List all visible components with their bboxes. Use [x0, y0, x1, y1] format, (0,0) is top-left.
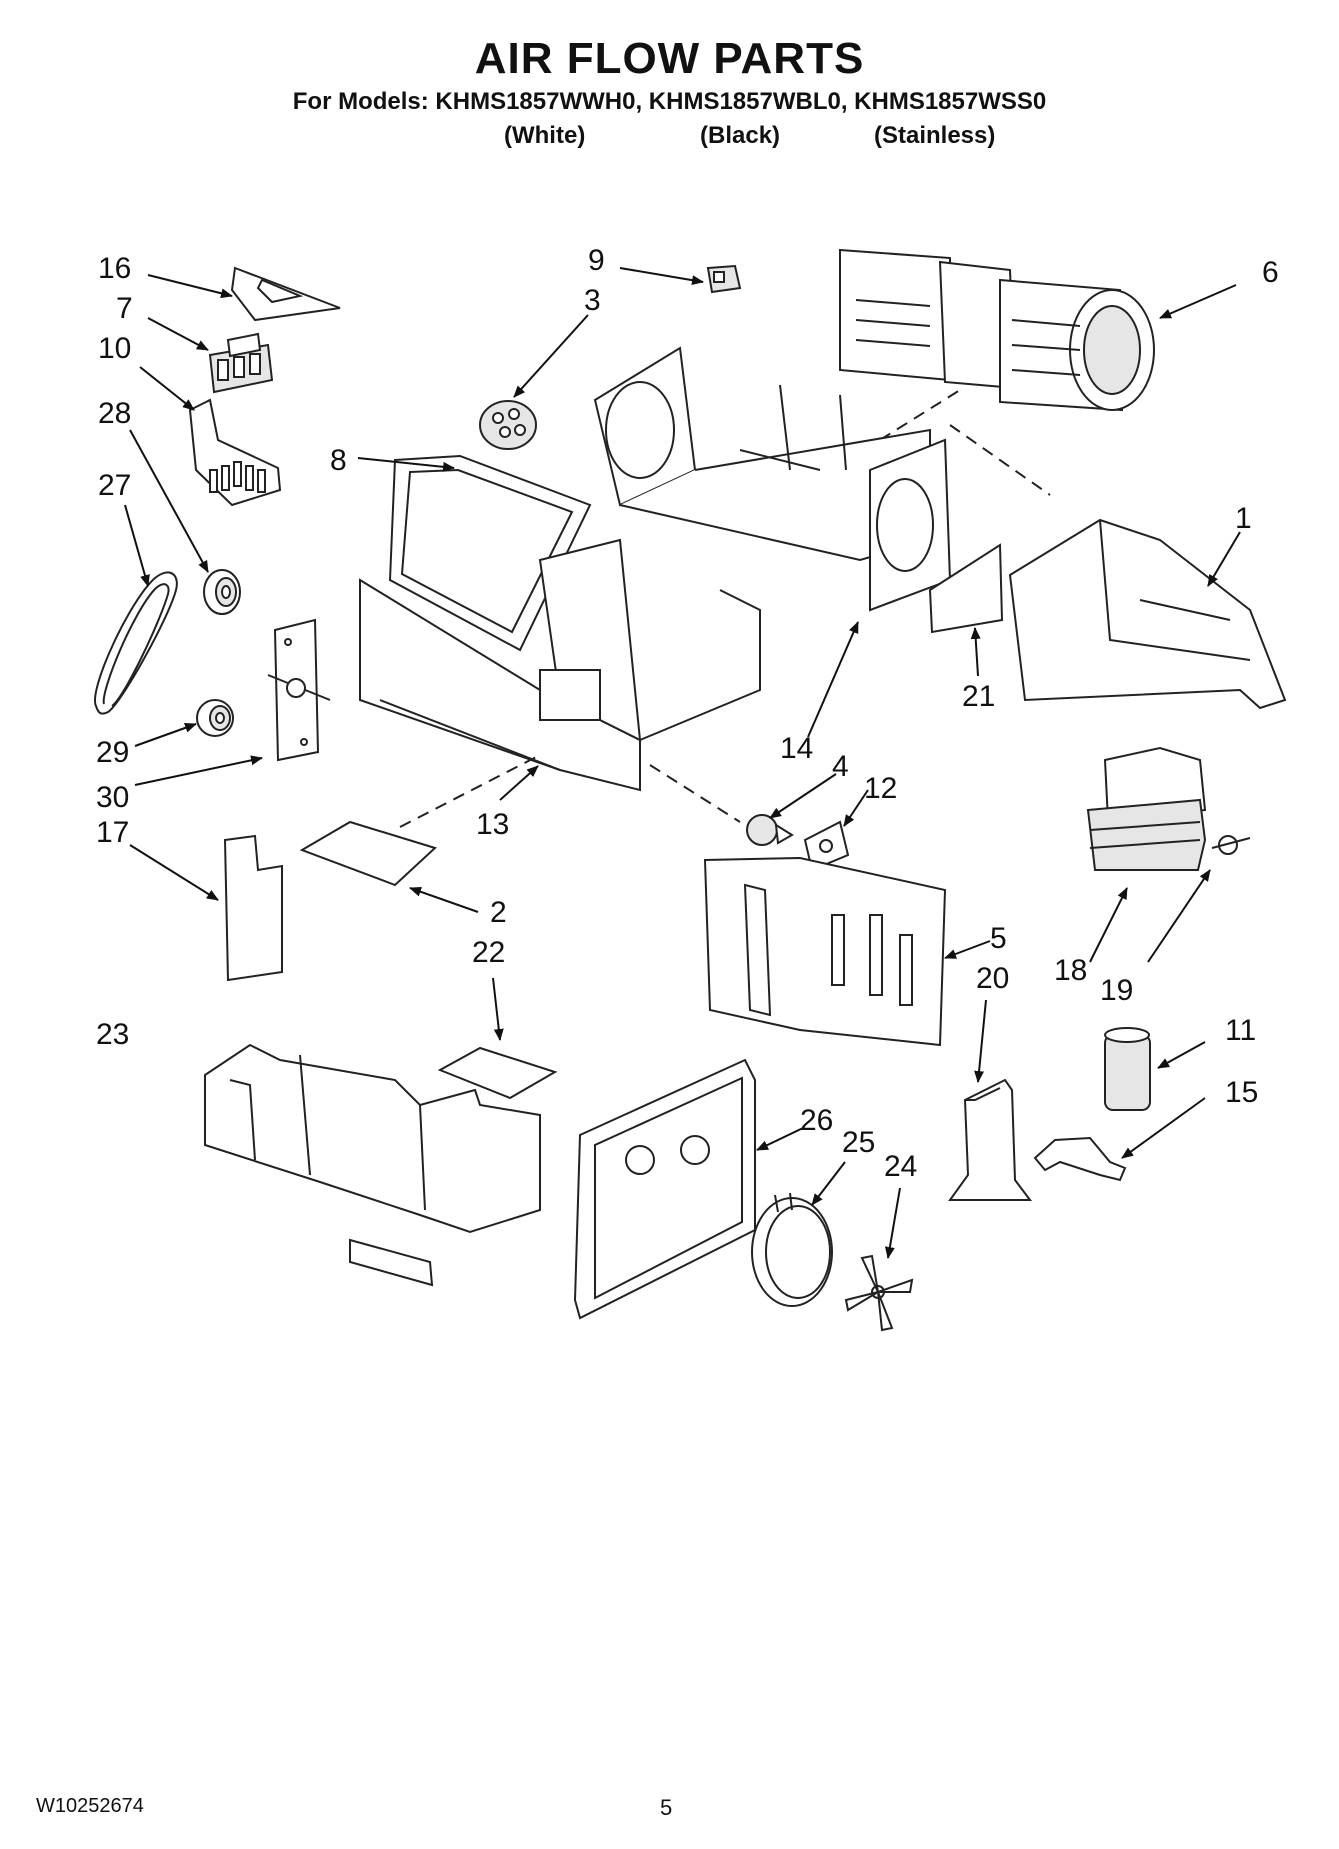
- leader-arrows: [124, 267, 1241, 1259]
- page-title: AIR FLOW PARTS: [474, 34, 865, 83]
- part-1-duct: [1008, 518, 1287, 710]
- part-10-bracket: [188, 398, 282, 507]
- callout-25: 25: [842, 1126, 875, 1159]
- callout-27: 27: [98, 469, 131, 502]
- page-number: 5: [660, 1795, 673, 1820]
- callout-13: 13: [476, 808, 509, 841]
- callout-1: 1: [1235, 502, 1252, 535]
- callout-2: 2: [490, 896, 507, 929]
- callout-26: 26: [800, 1104, 833, 1137]
- part-17-plate: [223, 834, 283, 982]
- part-21-plate: [928, 543, 1004, 634]
- callout-8: 8: [330, 444, 347, 477]
- models-line: For Models: KHMS1857WWH0, KHMS1857WBL0, …: [292, 88, 1047, 115]
- part-28-pulley: [203, 569, 241, 615]
- part-19-thermostat: [1211, 835, 1251, 855]
- callout-3: 3: [584, 284, 601, 317]
- part-27-belt: [94, 571, 178, 715]
- part-24-fan: [844, 1254, 914, 1332]
- callout-22: 22: [472, 936, 505, 969]
- part-13-cabinet: [359, 538, 761, 792]
- callout-16: 16: [98, 252, 131, 285]
- part-20-airguide: [948, 1078, 1032, 1201]
- callout-15: 15: [1225, 1076, 1258, 1109]
- part-29-pulley: [196, 699, 234, 737]
- callout-10: 10: [98, 332, 131, 365]
- part-30-plate: [267, 618, 331, 762]
- callout-19: 19: [1100, 974, 1133, 1007]
- part-6-blower: [839, 248, 1155, 412]
- callout-12: 12: [864, 772, 897, 805]
- part-9-clip: [706, 264, 742, 294]
- callout-4: 4: [832, 750, 849, 783]
- part-26-frame: [573, 1058, 756, 1320]
- callout-9: 9: [588, 244, 605, 277]
- callout-30: 30: [96, 781, 129, 814]
- part-main-airguide: [593, 346, 952, 612]
- part-22-plate: [437, 1046, 558, 1100]
- callout-17: 17: [96, 816, 129, 849]
- part-2-plate: [299, 820, 437, 887]
- callout-14: 14: [780, 732, 813, 765]
- callout-18: 18: [1054, 954, 1087, 987]
- callout-7: 7: [116, 292, 133, 325]
- part-7-terminal-block: [208, 332, 274, 394]
- part-4-lamp: [746, 814, 794, 846]
- callout-11: 11: [1225, 1014, 1256, 1047]
- callout-28: 28: [98, 397, 131, 430]
- callout-29: 29: [96, 736, 129, 769]
- part-23-duct: [204, 1043, 541, 1287]
- callout-labels: 16 7 10 28 27 29 30 17 9 3 8 6 1 21 14 1…: [96, 244, 1279, 1183]
- variant-stainless: (Stainless): [874, 122, 996, 149]
- document-id: W10252674: [36, 1795, 144, 1817]
- part-5-panel: [703, 856, 947, 1047]
- callout-21: 21: [962, 680, 995, 713]
- variant-white: (White): [504, 122, 586, 149]
- part-15-bracket: [1033, 1136, 1127, 1182]
- callout-20: 20: [976, 962, 1009, 995]
- variant-black: (Black): [700, 122, 781, 149]
- callout-23: 23: [96, 1018, 129, 1051]
- part-18-magnetron: [1086, 746, 1207, 871]
- callout-6: 6: [1262, 256, 1279, 289]
- part-25-element: [751, 1192, 833, 1307]
- part-16-plate: [230, 266, 341, 322]
- callout-24: 24: [884, 1150, 917, 1183]
- part-3-sensor: [479, 400, 537, 450]
- part-11-capacitor: [1104, 1027, 1151, 1111]
- callout-5: 5: [990, 922, 1007, 955]
